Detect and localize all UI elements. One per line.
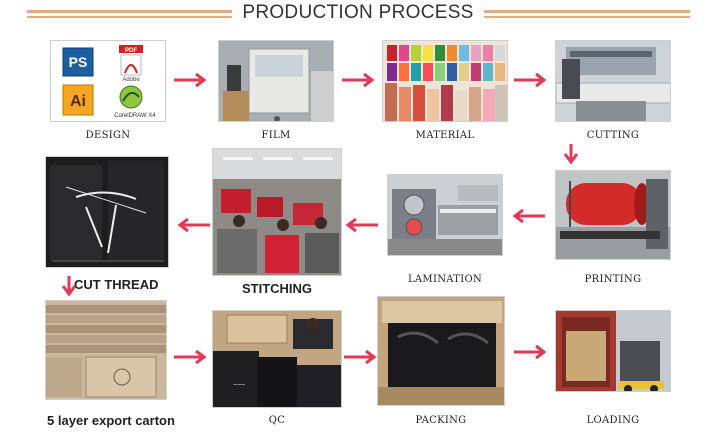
arrow-down-1: [562, 142, 580, 166]
label-stitching: STITCHING: [241, 281, 313, 296]
pdf-logo-text: PDF: [125, 48, 137, 54]
arrow-right-5: [342, 349, 380, 365]
left-rule: [27, 10, 232, 13]
loading-image: [555, 310, 671, 392]
ps-logo-text: PS: [69, 54, 88, 70]
arrow-right-6: [512, 344, 550, 360]
arrow-down-2: [60, 274, 78, 298]
right-rule-thin: [484, 16, 690, 18]
label-loading: LOADING: [586, 415, 640, 426]
left-rule-thin: [27, 16, 232, 18]
label-printing: PRINTING: [584, 274, 642, 285]
right-rule: [484, 10, 690, 13]
arrow-right-3: [512, 72, 550, 88]
header: PRODUCTION PROCESS: [0, 0, 721, 30]
stitching-image: [212, 148, 342, 276]
film-image: [218, 40, 334, 122]
svg-text:~~~: ~~~: [233, 382, 245, 389]
label-film: FILM: [261, 130, 291, 141]
printing-image: [555, 170, 671, 260]
page-title: PRODUCTION PROCESS: [242, 2, 474, 23]
carton-image: [45, 300, 167, 400]
arrow-left-3: [509, 208, 547, 224]
label-material: MATERIAL: [415, 130, 475, 141]
label-cut-thread: CUT THREAD: [74, 277, 159, 292]
cutting-image: [555, 40, 671, 122]
lamination-image: [387, 174, 503, 256]
arrow-left-1: [174, 217, 212, 233]
arrow-right-4: [172, 349, 210, 365]
qc-image: ~~~: [212, 310, 342, 408]
label-packing: PACKING: [415, 415, 467, 426]
label-carton: 5 layer export carton: [47, 413, 175, 428]
arrow-right-2: [340, 72, 378, 88]
ai-logo-text: Ai: [70, 93, 86, 110]
material-image: [382, 40, 508, 122]
design-image: PS Ai PDF Adobe CorelDRAW X4: [50, 40, 166, 122]
label-design: DESIGN: [85, 130, 131, 141]
arrow-right-1: [172, 72, 210, 88]
packing-image: [377, 296, 505, 406]
label-lamination: LAMINATION: [407, 274, 483, 285]
cut-thread-image: [45, 156, 169, 268]
label-qc: QC: [268, 415, 286, 426]
label-cutting: CUTTING: [586, 130, 640, 141]
coreldraw-logo-text: CorelDRAW X4: [114, 113, 156, 119]
arrow-left-2: [342, 217, 380, 233]
adobe-logo-text: Adobe: [122, 77, 140, 83]
